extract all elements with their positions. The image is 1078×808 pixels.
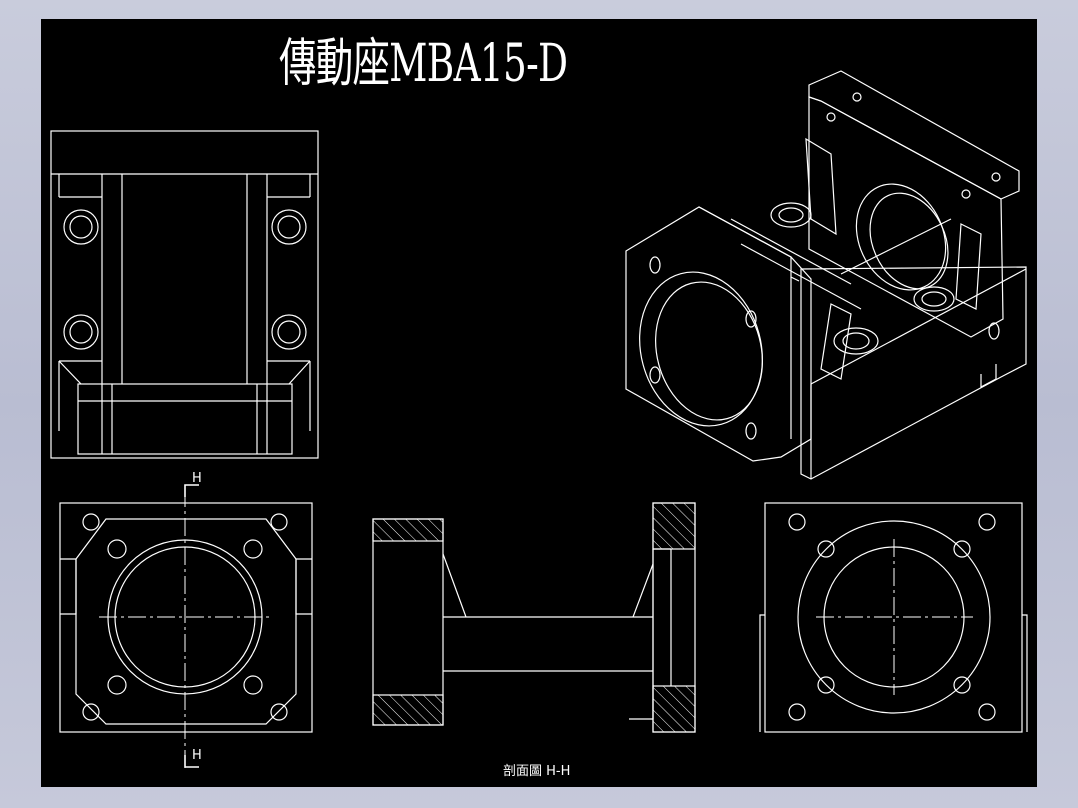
front-view: H H bbox=[59, 471, 313, 771]
drawing-canvas[interactable]: 傳動座MBA15-D bbox=[41, 19, 1037, 787]
cad-drawing: H H 剖面圖 H-H bbox=[50, 70, 1028, 779]
section-view: 剖面圖 H-H bbox=[372, 502, 696, 779]
isometric-view bbox=[625, 70, 1027, 480]
section-caption: 剖面圖 H-H bbox=[503, 764, 570, 779]
section-marker-bottom: H bbox=[192, 748, 202, 763]
rear-view bbox=[759, 502, 1028, 733]
drawing-title: 傳動座MBA15-D bbox=[279, 34, 568, 94]
top-view bbox=[50, 130, 319, 459]
section-marker-top: H bbox=[192, 471, 202, 486]
